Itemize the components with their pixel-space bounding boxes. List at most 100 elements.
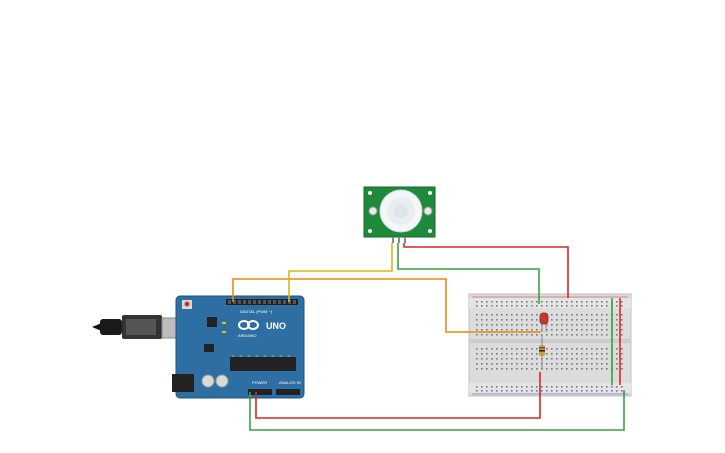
breadboard-hole <box>496 368 498 370</box>
breadboard-hole <box>486 353 488 355</box>
breadboard-hole <box>621 348 623 350</box>
breadboard-icon[interactable] <box>468 293 632 397</box>
breadboard-hole <box>511 334 513 336</box>
breadboard-hole <box>526 348 528 350</box>
breadboard-hole <box>506 324 508 326</box>
breadboard-hole <box>551 348 553 350</box>
wire-red-pir[interactable] <box>403 243 569 298</box>
breadboard-hole <box>571 353 573 355</box>
breadboard-hole <box>491 353 493 355</box>
wire-red-power[interactable] <box>255 372 541 419</box>
breadboard-hole <box>536 301 538 303</box>
breadboard-hole <box>581 386 583 388</box>
breadboard-hole <box>486 301 488 303</box>
pot-left[interactable] <box>368 206 378 216</box>
breadboard-hole <box>576 314 578 316</box>
pir-sensor-icon[interactable] <box>363 186 436 243</box>
breadboard-hole <box>526 301 528 303</box>
breadboard-hole <box>486 329 488 331</box>
breadboard-hole <box>536 314 538 316</box>
breadboard-hole <box>596 319 598 321</box>
breadboard-hole <box>621 314 623 316</box>
breadboard-hole <box>491 314 493 316</box>
breadboard-hole <box>496 358 498 360</box>
power-jack[interactable] <box>172 374 194 392</box>
breadboard-hole <box>571 324 573 326</box>
usb-chip <box>207 317 217 327</box>
led-icon[interactable] <box>539 312 549 332</box>
breadboard-hole <box>586 353 588 355</box>
breadboard-hole <box>586 358 588 360</box>
breadboard-hole <box>581 368 583 370</box>
breadboard-hole <box>566 390 568 392</box>
wire-yellow[interactable] <box>288 243 393 302</box>
breadboard-hole <box>601 390 603 392</box>
breadboard-hole <box>516 390 518 392</box>
breadboard-hole <box>601 334 603 336</box>
breadboard-hole <box>571 305 573 307</box>
breadboard-hole <box>606 329 608 331</box>
wires <box>232 243 625 431</box>
breadboard-hole <box>506 348 508 350</box>
breadboard-hole <box>521 301 523 303</box>
breadboard-hole <box>516 353 518 355</box>
breadboard-hole <box>596 314 598 316</box>
breadboard-hole <box>591 334 593 336</box>
breadboard-hole <box>511 305 513 307</box>
resistor-icon[interactable] <box>539 334 545 368</box>
breadboard-hole <box>616 386 618 388</box>
breadboard-hole <box>591 386 593 388</box>
breadboard-hole <box>616 353 618 355</box>
breadboard-hole <box>611 386 613 388</box>
breadboard-hole <box>521 319 523 321</box>
arduino-board-icon[interactable]: DIGITAL (PWM ~) UNO ARDUINO <box>172 295 305 399</box>
breadboard-hole <box>616 368 618 370</box>
breadboard-hole <box>526 334 528 336</box>
breadboard-hole <box>521 329 523 331</box>
breadboard-hole <box>571 301 573 303</box>
breadboard-hole <box>511 314 513 316</box>
breadboard-hole <box>616 334 618 336</box>
breadboard-hole <box>581 329 583 331</box>
breadboard-hole <box>516 358 518 360</box>
breadboard-hole <box>491 301 493 303</box>
breadboard-hole <box>526 305 528 307</box>
breadboard-hole <box>576 334 578 336</box>
breadboard-hole <box>586 334 588 336</box>
breadboard-hole <box>556 301 558 303</box>
breadboard-hole <box>531 358 533 360</box>
breadboard-hole <box>566 334 568 336</box>
breadboard-hole <box>561 353 563 355</box>
breadboard-hole <box>596 324 598 326</box>
breadboard-hole <box>596 353 598 355</box>
breadboard-hole <box>566 305 568 307</box>
breadboard-hole <box>506 358 508 360</box>
breadboard-hole <box>476 348 478 350</box>
wire-orange[interactable] <box>232 278 541 333</box>
breadboard-hole <box>496 324 498 326</box>
breadboard-hole <box>476 324 478 326</box>
breadboard-hole <box>596 305 598 307</box>
pot-right[interactable] <box>423 206 433 216</box>
breadboard-hole <box>536 368 538 370</box>
breadboard-hole <box>501 363 503 365</box>
breadboard-hole <box>561 348 563 350</box>
breadboard-hole <box>561 329 563 331</box>
breadboard-hole <box>606 358 608 360</box>
breadboard-hole <box>551 314 553 316</box>
breadboard-hole <box>506 363 508 365</box>
breadboard-hole <box>476 334 478 336</box>
breadboard-hole <box>551 386 553 388</box>
breadboard-hole <box>516 348 518 350</box>
breadboard-hole <box>546 305 548 307</box>
breadboard-hole <box>571 390 573 392</box>
breadboard-hole <box>581 301 583 303</box>
breadboard-hole <box>601 305 603 307</box>
breadboard-hole <box>601 386 603 388</box>
breadboard-hole <box>581 353 583 355</box>
wire-green-gnd[interactable] <box>249 390 625 431</box>
breadboard-hole <box>551 324 553 326</box>
breadboard-hole <box>541 301 543 303</box>
wire-green-pir[interactable] <box>397 243 540 304</box>
breadboard-hole <box>621 334 623 336</box>
